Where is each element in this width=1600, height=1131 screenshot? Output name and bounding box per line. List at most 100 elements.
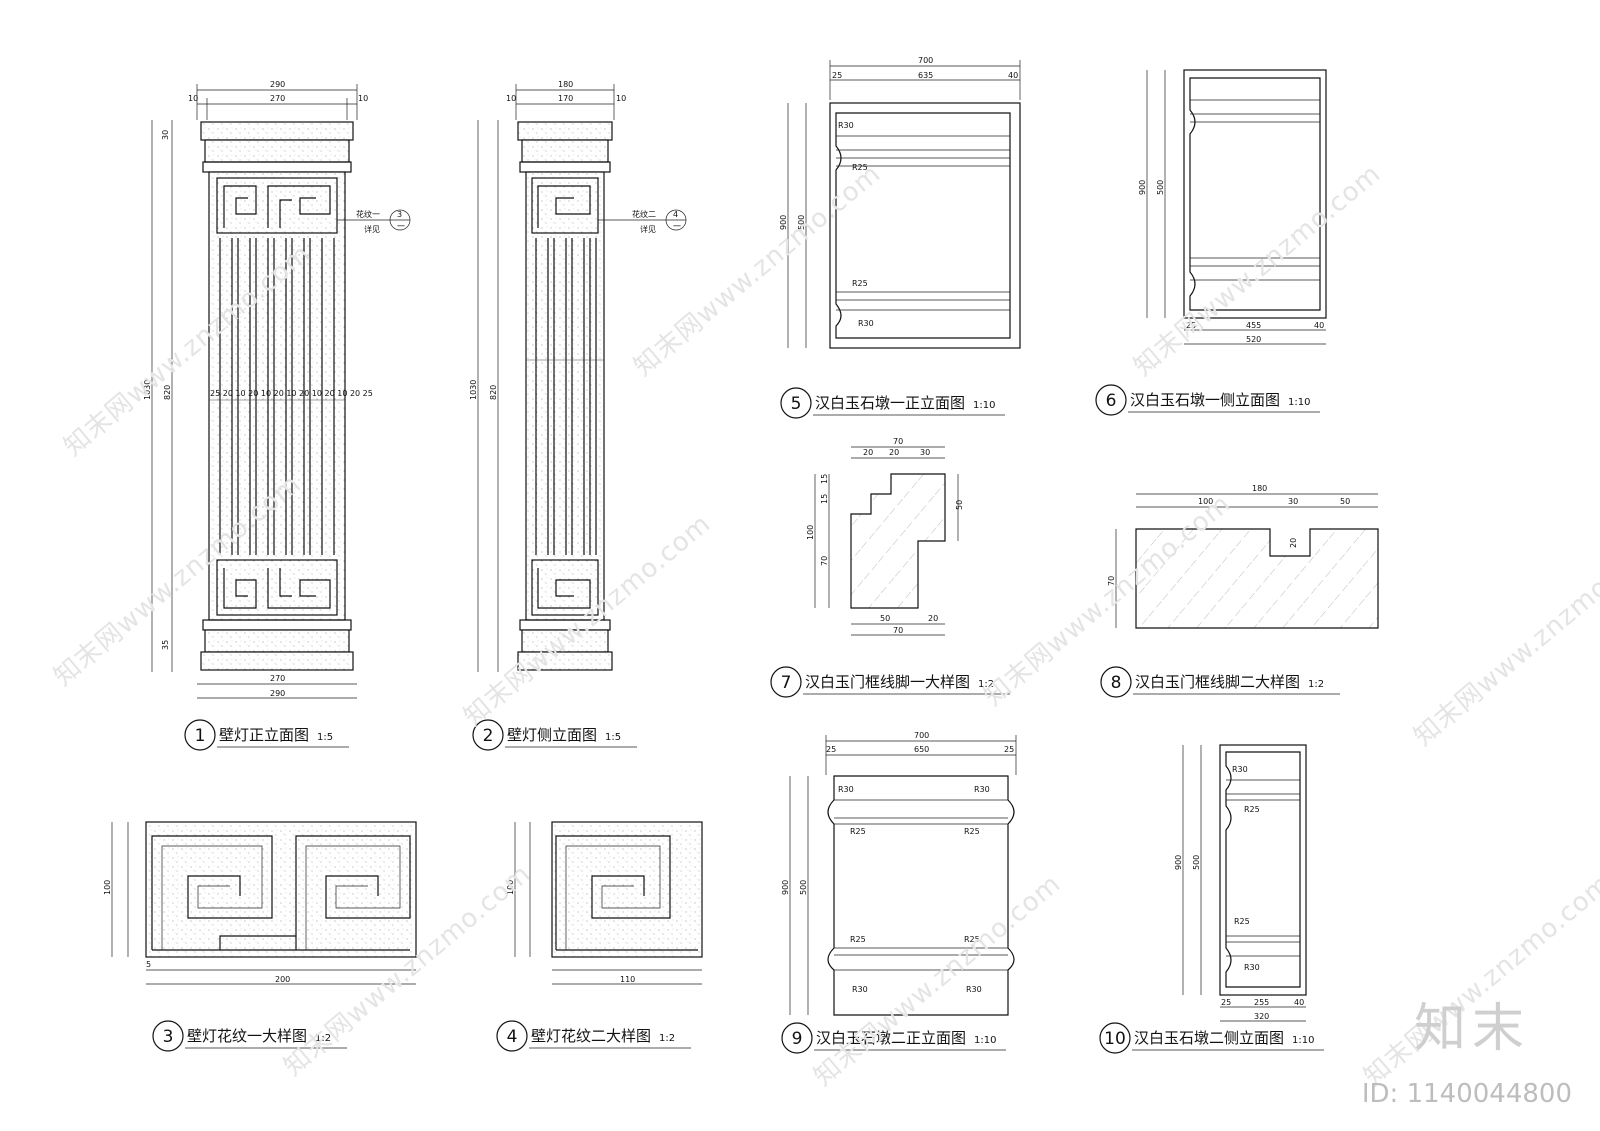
drawing-10-pier-two-side: R30 R25 R25 R30 900 500 255 320 25 40 bbox=[1174, 744, 1307, 1022]
drawing-1-front-elevation: 290 270 10 10 25 20 10 20 bbox=[143, 80, 411, 699]
title-scale: 1:5 bbox=[605, 732, 621, 743]
drawing-3-pattern-one: 100 5 200 bbox=[103, 821, 417, 985]
title-number-circle bbox=[1099, 1022, 1131, 1054]
dim-text: 500 bbox=[797, 215, 806, 230]
title-scale: 1:10 bbox=[974, 1035, 996, 1046]
dim-text: 180 bbox=[1252, 484, 1267, 493]
radius-label: R30 bbox=[974, 785, 990, 794]
dim-text: 10 bbox=[616, 94, 626, 103]
asset-id: ID: 1140044800 bbox=[1361, 1079, 1572, 1109]
title-scale: 1:10 bbox=[973, 400, 995, 411]
dim-text: 20 bbox=[889, 448, 899, 457]
radius-label: R25 bbox=[1244, 805, 1260, 814]
radius-label: R25 bbox=[1234, 917, 1250, 926]
title-number-circle bbox=[152, 1020, 184, 1052]
dim-text: 650 bbox=[914, 745, 929, 754]
dim-text: 5 bbox=[146, 960, 151, 969]
title-text: 汉白玉门框线脚一大样图 bbox=[805, 673, 970, 691]
dim-text: 180 bbox=[558, 80, 573, 89]
drawing-8-molding-two: 180 100 30 50 20 70 bbox=[1107, 484, 1379, 629]
drawing-6-pier-one-side: 900 500 455 520 25 40 bbox=[1138, 69, 1327, 345]
drawing-title-5: 5 汉白玉石墩一正立面图 1:10 bbox=[780, 387, 1006, 419]
title-number-circle bbox=[472, 719, 504, 751]
title-text: 汉白玉石墩一正立面图 bbox=[815, 394, 965, 412]
dim-text: 270 bbox=[270, 674, 285, 683]
dim-text: 290 bbox=[270, 80, 285, 89]
brand-logo-text: 知末 bbox=[1413, 999, 1530, 1059]
title-number: 3 bbox=[163, 1027, 174, 1047]
dim-text: 500 bbox=[1192, 855, 1201, 870]
dim-text: 820 bbox=[489, 385, 498, 400]
dim-text: 25 bbox=[1004, 745, 1014, 754]
drawing-title-7: 7 汉白玉门框线脚一大样图 1:2 bbox=[770, 666, 1011, 698]
title-number: 5 bbox=[791, 394, 802, 414]
radius-label: R30 bbox=[858, 319, 874, 328]
dim-text: 40 bbox=[1008, 71, 1018, 80]
dim-text: 900 bbox=[1174, 855, 1183, 870]
dim-text: 50 bbox=[955, 500, 964, 510]
radius-label: R25 bbox=[852, 279, 868, 288]
title-scale: 1:2 bbox=[315, 1033, 331, 1044]
dim-text: 25 bbox=[832, 71, 842, 80]
dim-text: 70 bbox=[893, 626, 903, 635]
dim-text: 320 bbox=[1254, 1012, 1269, 1021]
dim-text: 900 bbox=[779, 215, 788, 230]
dim-text: 520 bbox=[1246, 335, 1261, 344]
callout-label: 花纹一 bbox=[356, 209, 380, 219]
title-text: 汉白玉石墩一侧立面图 bbox=[1130, 391, 1280, 409]
title-number-circle bbox=[770, 666, 802, 698]
title-text: 壁灯正立面图 bbox=[219, 726, 309, 744]
dim-text: 1030 bbox=[469, 380, 478, 400]
dim-text: 15 bbox=[820, 474, 829, 484]
dim-text: 40 bbox=[1314, 321, 1324, 330]
flutes bbox=[526, 238, 604, 555]
title-number-circle bbox=[184, 719, 216, 751]
dim-text: 25 bbox=[826, 745, 836, 754]
callout-sub: 详见 bbox=[640, 224, 656, 234]
drawing-2-side-elevation: 180 170 10 10 1030 820 bbox=[469, 80, 687, 672]
dim-text: 70 bbox=[820, 556, 829, 566]
dim-text: 10 bbox=[358, 94, 368, 103]
title-number-circle bbox=[780, 387, 812, 419]
dim-text: 40 bbox=[1294, 998, 1304, 1007]
dim-text: 820 bbox=[163, 385, 172, 400]
dim-text: 900 bbox=[781, 880, 790, 895]
dim-text: 30 bbox=[920, 448, 930, 457]
dim-text: 25 bbox=[1186, 321, 1196, 330]
dim-text: 170 bbox=[558, 94, 573, 103]
dim-text: 635 bbox=[918, 71, 933, 80]
title-number-circle bbox=[781, 1022, 813, 1054]
radius-label: R30 bbox=[1244, 963, 1260, 972]
dim-text: 30 bbox=[161, 130, 170, 140]
radius-label: R25 bbox=[850, 827, 866, 836]
radius-label: R25 bbox=[850, 935, 866, 944]
radius-label: R30 bbox=[966, 985, 982, 994]
dim-text: 500 bbox=[799, 880, 808, 895]
dim-text: 110 bbox=[620, 975, 635, 984]
title-number: 2 bbox=[483, 726, 494, 746]
title-scale: 1:2 bbox=[978, 679, 994, 690]
callout-sub: 详见 bbox=[364, 224, 380, 234]
radius-label: R30 bbox=[852, 985, 868, 994]
title-number: 7 bbox=[781, 673, 792, 693]
title-number: 1 bbox=[195, 726, 206, 746]
dim-text: 255 bbox=[1254, 998, 1269, 1007]
title-text: 汉白玉石墩二正立面图 bbox=[816, 1029, 966, 1047]
flutes bbox=[209, 238, 345, 555]
title-number: 4 bbox=[507, 1027, 518, 1047]
callout-ref: 3 bbox=[397, 210, 402, 219]
dim-text: 30 bbox=[1288, 497, 1298, 506]
dim-text: 10 bbox=[188, 94, 198, 103]
title-number-circle bbox=[496, 1020, 528, 1052]
dim-text: 270 bbox=[270, 94, 285, 103]
dim-text: 15 bbox=[820, 494, 829, 504]
dim-text: 20 bbox=[863, 448, 873, 457]
